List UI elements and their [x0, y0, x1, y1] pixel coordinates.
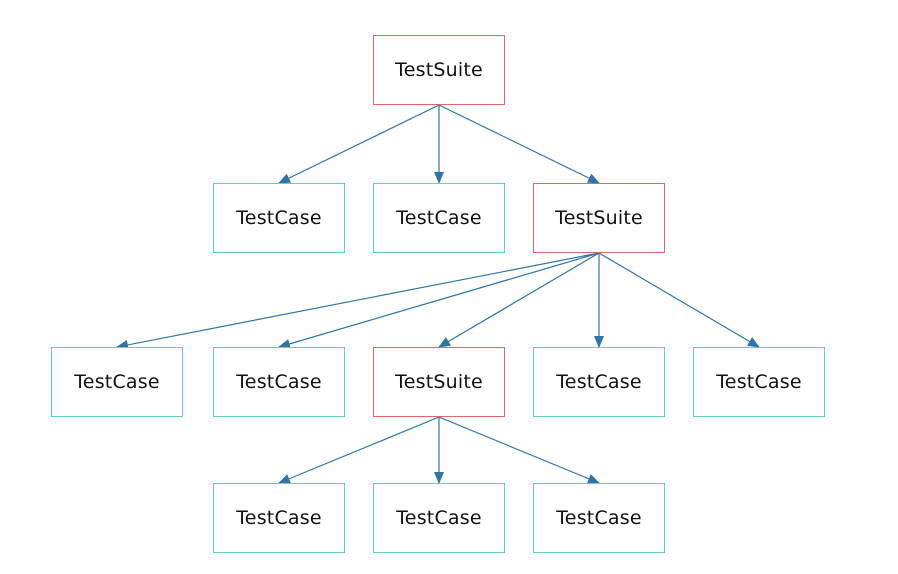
edge-suite-l1-to-case-l2-1 — [116, 252, 600, 350]
node-suite-l1: TestSuite — [533, 183, 665, 253]
node-case-l1-1: TestCase — [213, 183, 345, 253]
node-case-l2-4: TestCase — [533, 347, 665, 417]
node-label: TestCase — [556, 507, 642, 529]
node-case-l3-3: TestCase — [533, 483, 665, 553]
edge-suite-l1-to-suite-l2 — [438, 252, 600, 348]
edge-suite-l2-to-case-l3-1 — [278, 416, 440, 484]
node-case-l2-2: TestCase — [213, 347, 345, 417]
edge-suite-l2-to-case-l3-3 — [438, 416, 600, 484]
node-suite-root: TestSuite — [373, 35, 505, 105]
node-label: TestCase — [716, 371, 802, 393]
node-label: TestSuite — [395, 371, 483, 393]
edge-suite-l1-to-case-l2-5 — [598, 252, 760, 348]
node-case-l3-2: TestCase — [373, 483, 505, 553]
edge-suite-l1-to-case-l2-2 — [278, 252, 600, 349]
node-case-l3-1: TestCase — [213, 483, 345, 553]
node-label: TestCase — [236, 507, 322, 529]
node-case-l2-5: TestCase — [693, 347, 825, 417]
node-label: TestCase — [396, 207, 482, 229]
node-label: TestCase — [396, 507, 482, 529]
edge-suite-root-to-suite-l1 — [438, 104, 600, 184]
edge-suite-root-to-case-l1-1 — [278, 104, 440, 184]
node-label: TestSuite — [395, 59, 483, 81]
node-label: TestCase — [236, 207, 322, 229]
node-label: TestCase — [74, 371, 160, 393]
node-label: TestCase — [556, 371, 642, 393]
node-suite-l2: TestSuite — [373, 347, 505, 417]
node-case-l2-1: TestCase — [51, 347, 183, 417]
node-label: TestCase — [236, 371, 322, 393]
node-case-l1-2: TestCase — [373, 183, 505, 253]
node-label: TestSuite — [555, 207, 643, 229]
